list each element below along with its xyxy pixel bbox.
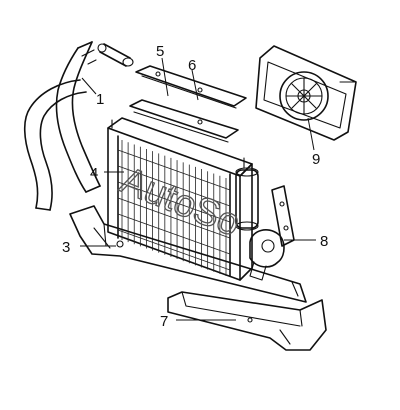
bottom-shield: [167, 291, 327, 351]
callout-8: 8: [320, 233, 328, 250]
lower-frame: [69, 205, 307, 303]
callout-5: 5: [156, 43, 164, 60]
upper-bracket: [135, 65, 247, 109]
pump-housing: [249, 229, 285, 281]
radiator-tube: [117, 149, 231, 191]
leader-lines: [80, 57, 316, 321]
callout-4: 4: [90, 165, 98, 182]
callout-3: 3: [62, 239, 70, 256]
lower-hose: [23, 79, 87, 211]
callout-labels: 1 3 4 5 6 7 8 9: [62, 43, 328, 330]
callout-1: 1: [96, 91, 104, 108]
radiator-tube: [117, 197, 231, 239]
radiator-tube: [117, 181, 231, 223]
small-pipe: [97, 43, 134, 67]
radiator-tube: [117, 229, 231, 271]
radiator-tube: [117, 165, 231, 207]
callout-9: 9: [312, 151, 320, 168]
callout-7: 7: [160, 313, 168, 330]
side-mount: [271, 185, 295, 247]
fan-shroud: [255, 45, 357, 141]
radiator-tube: [117, 213, 231, 255]
lower-bracket: [129, 99, 239, 143]
side-tank: [235, 167, 259, 231]
upper-hose: [55, 41, 101, 193]
callout-6: 6: [188, 57, 196, 74]
